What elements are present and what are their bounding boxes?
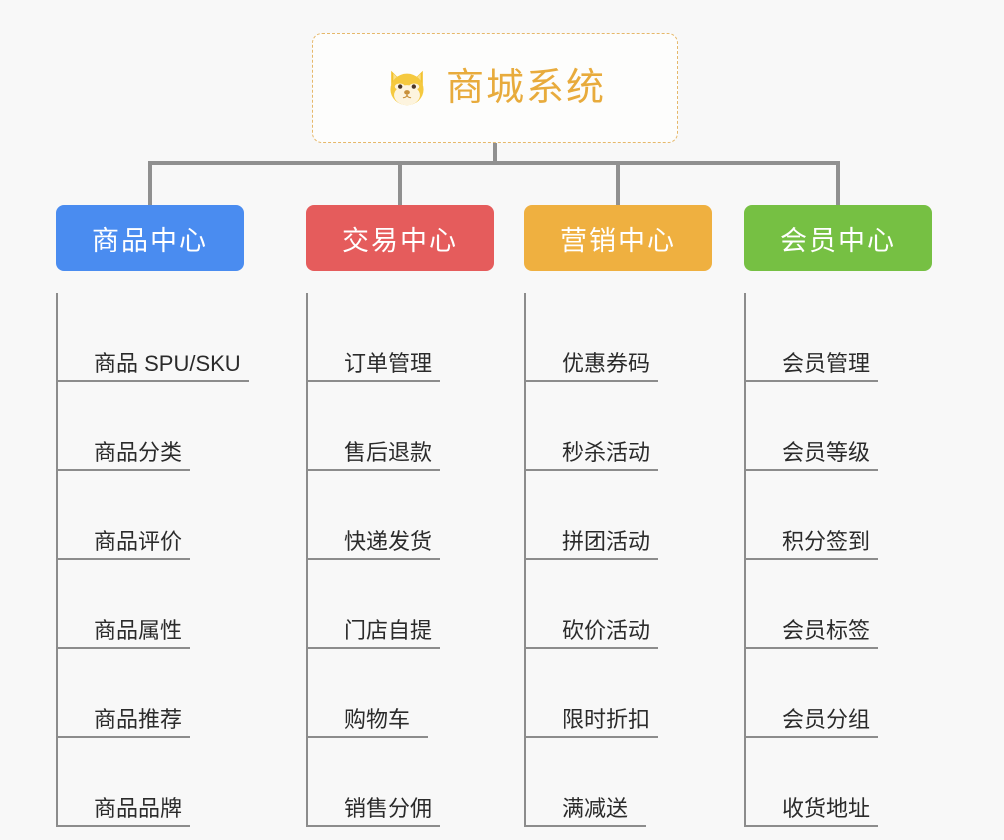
list-item[interactable]: 订单管理 (308, 293, 441, 382)
list-item[interactable]: 满减送 (526, 738, 646, 827)
leaf-label: 积分签到 (782, 528, 871, 554)
list-item[interactable]: 会员分组 (746, 649, 879, 738)
leaf-label: 商品推荐 (94, 706, 183, 732)
list-item[interactable]: 商品评价 (58, 471, 191, 560)
leaf-list-product-center: 商品 SPU/SKU 商品分类 商品评价 商品属性 商品推荐 商品品牌 (56, 293, 249, 827)
list-item[interactable]: 收货地址 (746, 738, 879, 827)
leaf-list-member-center: 会员管理 会员等级 积分签到 会员标签 会员分组 收货地址 (744, 293, 932, 827)
list-item[interactable]: 商品分类 (58, 382, 191, 471)
list-item[interactable]: 优惠券码 (526, 293, 659, 382)
connector-bus (148, 161, 840, 165)
leaf-label: 销售分佣 (344, 795, 433, 821)
root-node[interactable]: 商城系统 (312, 33, 678, 143)
list-item[interactable]: 商品 SPU/SKU (58, 293, 249, 382)
leaf-label: 满减送 (562, 795, 629, 821)
list-item[interactable]: 门店自提 (308, 560, 441, 649)
branch-header-member-center[interactable]: 会员中心 (744, 205, 932, 271)
connector-drop-3 (616, 161, 620, 205)
list-item[interactable]: 购物车 (308, 649, 428, 738)
leaf-label: 砍价活动 (562, 617, 651, 643)
leaf-label: 商品分类 (94, 439, 183, 465)
leaf-label: 商品 SPU/SKU (94, 350, 241, 376)
leaf-label: 秒杀活动 (562, 439, 651, 465)
leaf-label: 商品属性 (94, 617, 183, 643)
connector-drop-2 (398, 161, 402, 205)
leaf-label: 订单管理 (344, 350, 433, 376)
list-item[interactable]: 售后退款 (308, 382, 441, 471)
branch-header-trade-center[interactable]: 交易中心 (306, 205, 494, 271)
leaf-label: 优惠券码 (562, 350, 651, 376)
leaf-list-trade-center: 订单管理 售后退款 快递发货 门店自提 购物车 销售分佣 (306, 293, 494, 827)
shiba-inu-icon (390, 70, 424, 107)
root-title: 商城系统 (445, 67, 606, 109)
leaf-label: 收货地址 (782, 795, 871, 821)
list-item[interactable]: 商品属性 (58, 560, 191, 649)
list-item[interactable]: 商品推荐 (58, 649, 191, 738)
branch-product-center: 商品中心 商品 SPU/SKU 商品分类 商品评价 商品属性 商品推荐 商品品牌 (56, 205, 249, 827)
list-item[interactable]: 会员管理 (746, 293, 879, 382)
connector-drop-1 (148, 161, 152, 205)
list-item[interactable]: 快递发货 (308, 471, 441, 560)
leaf-label: 门店自提 (344, 617, 433, 643)
list-item[interactable]: 积分签到 (746, 471, 879, 560)
leaf-label: 拼团活动 (562, 528, 651, 554)
branch-member-center: 会员中心 会员管理 会员等级 积分签到 会员标签 会员分组 收货地址 (744, 205, 932, 827)
leaf-list-marketing-center: 优惠券码 秒杀活动 拼团活动 砍价活动 限时折扣 满减送 (524, 293, 712, 827)
branch-header-product-center[interactable]: 商品中心 (56, 205, 244, 271)
branch-trade-center: 交易中心 订单管理 售后退款 快递发货 门店自提 购物车 销售分佣 (306, 205, 494, 827)
branch-marketing-center: 营销中心 优惠券码 秒杀活动 拼团活动 砍价活动 限时折扣 满减送 (524, 205, 712, 827)
leaf-label: 会员分组 (782, 706, 871, 732)
leaf-label: 商品品牌 (94, 795, 183, 821)
branch-header-marketing-center[interactable]: 营销中心 (524, 205, 712, 271)
list-item[interactable]: 秒杀活动 (526, 382, 659, 471)
list-item[interactable]: 会员等级 (746, 382, 879, 471)
leaf-label: 会员标签 (782, 617, 871, 643)
list-item[interactable]: 限时折扣 (526, 649, 659, 738)
list-item[interactable]: 拼团活动 (526, 471, 659, 560)
leaf-label: 商品评价 (94, 528, 183, 554)
list-item[interactable]: 砍价活动 (526, 560, 659, 649)
leaf-label: 会员管理 (782, 350, 871, 376)
list-item[interactable]: 商品品牌 (58, 738, 191, 827)
leaf-label: 快递发货 (344, 528, 433, 554)
connector-stem (493, 143, 497, 165)
list-item[interactable]: 销售分佣 (308, 738, 441, 827)
list-item[interactable]: 会员标签 (746, 560, 879, 649)
leaf-label: 购物车 (344, 706, 411, 732)
leaf-label: 会员等级 (782, 439, 871, 465)
leaf-label: 售后退款 (344, 439, 433, 465)
leaf-label: 限时折扣 (562, 706, 651, 732)
connector-drop-4 (836, 161, 840, 205)
